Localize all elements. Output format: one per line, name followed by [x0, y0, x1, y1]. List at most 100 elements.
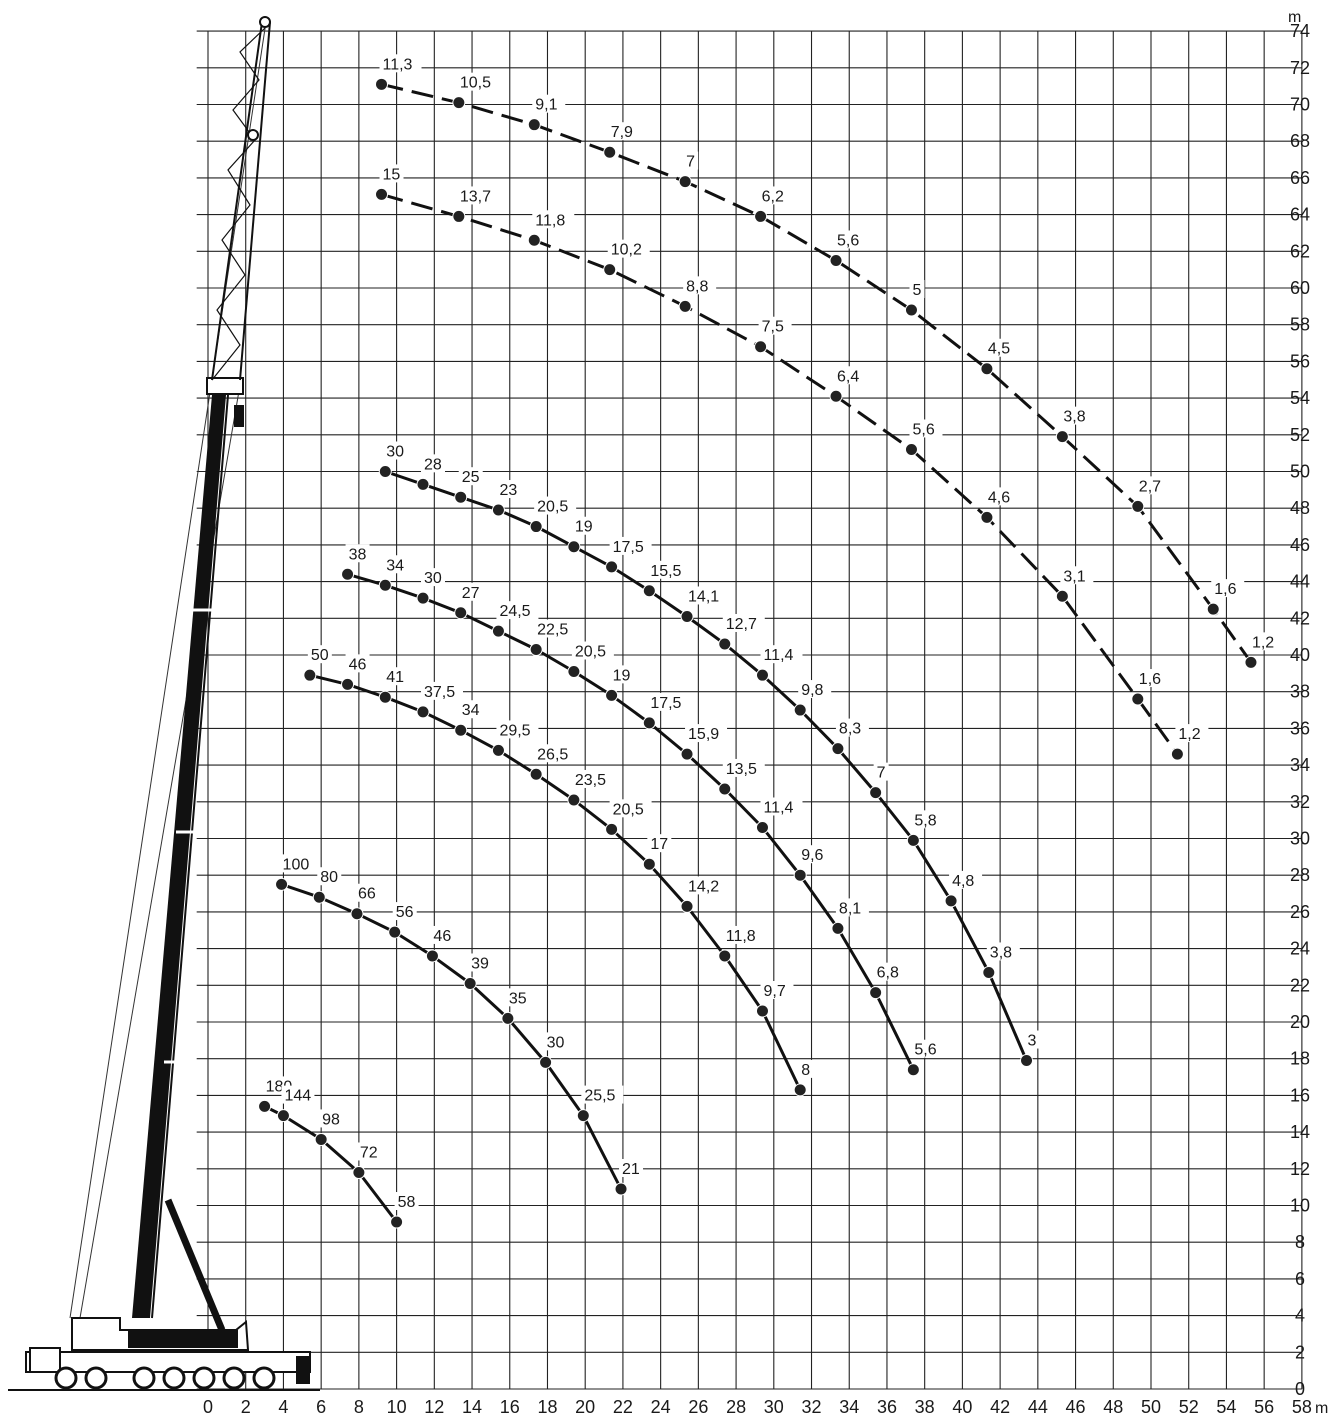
- data-point: [680, 899, 694, 913]
- data-label-background: [722, 758, 765, 777]
- data-label-background: [394, 1192, 419, 1211]
- data-label-background: [758, 186, 792, 205]
- data-label-background: [496, 480, 521, 499]
- data-label: 20,5: [613, 801, 644, 818]
- data-point: [539, 1055, 553, 1069]
- y-tick-label: 74: [1290, 21, 1310, 41]
- x-tick-label: 50: [1141, 1397, 1161, 1417]
- data-label-background: [383, 441, 408, 460]
- data-point: [501, 1011, 515, 1025]
- y-tick-label: 28: [1290, 865, 1310, 885]
- x-tick-label: 32: [802, 1397, 822, 1417]
- data-label-background: [421, 568, 446, 587]
- data-label: 8: [801, 1062, 810, 1079]
- data-label-background: [609, 536, 652, 555]
- data-label: 15: [383, 166, 401, 183]
- data-point: [944, 894, 958, 908]
- y-tick-label: 40: [1290, 645, 1310, 665]
- data-label-background: [356, 1142, 381, 1161]
- y-tick-label: 56: [1290, 351, 1310, 371]
- data-point: [378, 578, 392, 592]
- y-tick-label: 44: [1290, 572, 1310, 592]
- load-curve-line: [281, 882, 623, 1190]
- data-label-background: [683, 151, 699, 170]
- load-curve-line: [347, 572, 915, 1071]
- data-point: [793, 1083, 807, 1097]
- data-label-background: [345, 654, 370, 673]
- data-label-background: [307, 645, 332, 664]
- data-point: [567, 793, 581, 807]
- y-tick-label: 38: [1290, 682, 1310, 702]
- data-label-background: [873, 762, 889, 781]
- data-point: [375, 77, 389, 91]
- data-label: 5,6: [912, 421, 934, 438]
- data-labels: 11,310,59,17,976,25,654,53,82,71,61,2151…: [262, 54, 1282, 1211]
- data-point: [755, 668, 769, 682]
- data-label-background: [760, 797, 803, 816]
- data-point: [529, 520, 543, 534]
- data-label-background: [609, 665, 634, 684]
- data-point: [603, 263, 617, 277]
- data-label: 38: [349, 546, 367, 563]
- data-label: 8,8: [686, 278, 708, 295]
- y-tick-label: 58: [1290, 315, 1310, 335]
- data-point: [793, 703, 807, 717]
- x-tick-label: 36: [877, 1397, 897, 1417]
- data-label: 17: [650, 836, 668, 853]
- data-point: [1055, 589, 1069, 603]
- data-label: 37,5: [424, 684, 455, 701]
- data-label-background: [911, 810, 945, 829]
- data-label: 5,6: [837, 232, 859, 249]
- y-tick-label: 34: [1290, 755, 1310, 775]
- data-label-background: [683, 276, 717, 295]
- x-tick-label: 6: [316, 1397, 326, 1417]
- data-point: [454, 606, 468, 620]
- data-label-background: [430, 925, 455, 944]
- data-label-background: [835, 718, 869, 737]
- data-label: 3,8: [990, 944, 1012, 961]
- data-label: 41: [386, 669, 404, 686]
- data-point: [754, 209, 768, 223]
- data-point: [718, 782, 732, 796]
- data-point: [303, 668, 317, 682]
- data-label: 100: [283, 856, 310, 873]
- data-point: [491, 624, 505, 638]
- data-point: [527, 233, 541, 247]
- data-label-background: [1248, 632, 1282, 651]
- y-tick-label: 2: [1295, 1342, 1305, 1362]
- data-point: [352, 1165, 366, 1179]
- x-tick-label: 16: [500, 1397, 520, 1417]
- data-label-background: [543, 1032, 568, 1051]
- data-label: 2,7: [1139, 478, 1161, 495]
- data-label-background: [532, 210, 575, 229]
- data-label: 19: [575, 519, 593, 536]
- data-label: 5,6: [914, 1042, 936, 1059]
- data-point: [491, 743, 505, 757]
- data-label: 17,5: [650, 695, 681, 712]
- data-point: [680, 609, 694, 623]
- data-point: [980, 510, 994, 524]
- y-axis-ticks: 0246810121416182022242628303234363840424…: [1290, 21, 1310, 1399]
- data-label-background: [1024, 1030, 1040, 1049]
- data-point: [831, 742, 845, 756]
- y-tick-label: 20: [1290, 1012, 1310, 1032]
- data-point: [491, 503, 505, 517]
- data-label: 13,5: [726, 761, 757, 778]
- data-label: 19: [613, 667, 631, 684]
- data-label: 3,8: [1063, 409, 1085, 426]
- data-label: 66: [358, 886, 376, 903]
- load-curve-line: [384, 470, 1028, 1062]
- data-label-background: [279, 854, 313, 873]
- data-label-background: [379, 54, 422, 73]
- data-label-background: [1211, 579, 1245, 598]
- data-label-background: [909, 280, 925, 299]
- data-label-background: [458, 467, 483, 486]
- data-label-background: [532, 94, 566, 113]
- data-point: [416, 705, 430, 719]
- data-label-background: [505, 988, 530, 1007]
- data-label-background: [722, 613, 765, 632]
- data-label-background: [458, 700, 483, 719]
- data-label-background: [456, 72, 499, 91]
- x-tick-label: 28: [726, 1397, 746, 1417]
- data-point: [869, 986, 883, 1000]
